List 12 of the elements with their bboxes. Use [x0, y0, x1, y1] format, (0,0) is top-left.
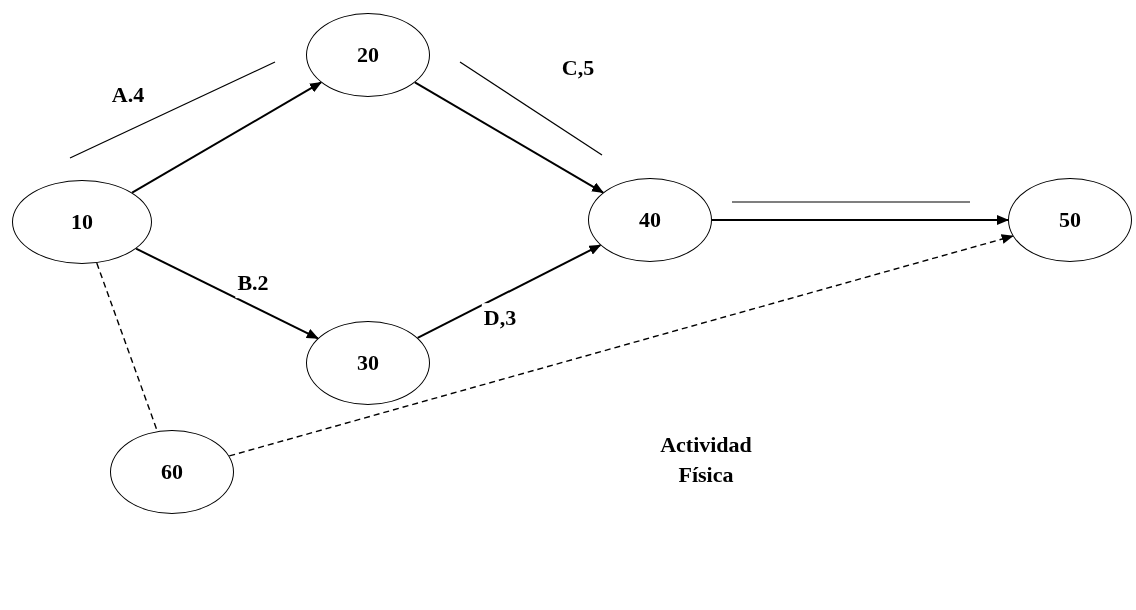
arrow	[711, 215, 1009, 225]
arrow	[413, 81, 605, 194]
node-number: 40	[639, 207, 661, 233]
node-number: 50	[1059, 207, 1081, 233]
arrow	[131, 81, 323, 194]
node-number: 10	[71, 209, 93, 235]
node-number: 20	[357, 42, 379, 68]
arrow	[135, 247, 319, 340]
node-number: 60	[161, 459, 183, 485]
arrow	[416, 244, 602, 339]
dashed-arrow	[228, 234, 1014, 457]
node-number: 30	[357, 350, 379, 376]
